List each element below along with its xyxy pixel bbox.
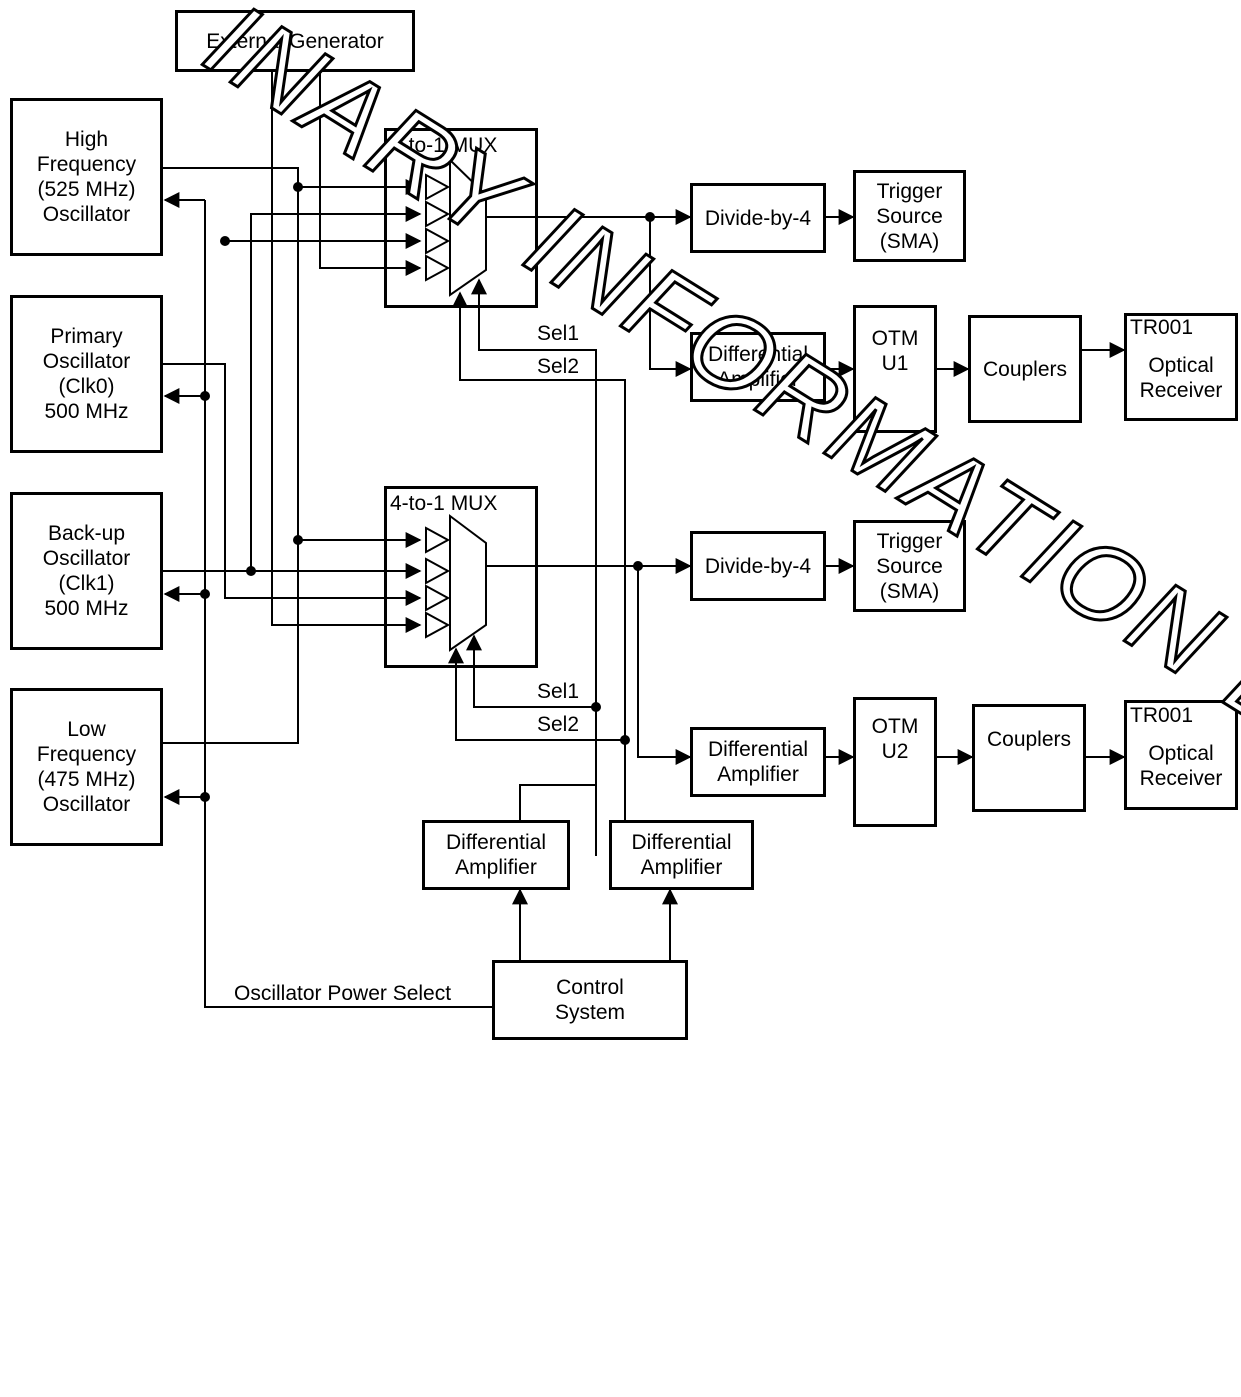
primary-out-wire <box>163 363 422 606</box>
receiver-top-box: Optical Receiver <box>1124 313 1238 421</box>
sel2-bottom-label: Sel2 <box>537 713 580 736</box>
sel1-bottom-wire <box>466 634 596 708</box>
diffamp-sel1-box: Differential Amplifier <box>422 820 570 890</box>
diffamp-bottom-box: Differential Amplifier <box>690 727 826 797</box>
mux-bottom-box <box>384 486 538 668</box>
trigger-top-box: Trigger Source (SMA) <box>853 170 966 262</box>
ext-gen-wire-1 <box>271 72 422 633</box>
sel1-bottom-label: Sel1 <box>537 680 580 703</box>
mux-top-label: 4-to-1 MUX <box>390 134 498 157</box>
sel2-top-wire <box>452 291 626 820</box>
external-generator-box: External Generator <box>175 10 415 72</box>
sel1-top-label: Sel1 <box>537 322 580 345</box>
osc-power-select-label: Oscillator Power Select <box>234 982 452 1005</box>
diffamp-top-box: Differential Amplifier <box>690 332 826 402</box>
diffamp-sel1-out <box>519 784 596 820</box>
sel2-top-label: Sel2 <box>537 355 580 378</box>
primary-oscillator-box: Primary Oscillator (Clk0) 500 MHz <box>10 295 163 453</box>
mux-top-box <box>384 128 538 308</box>
backup-oscillator-box: Back-up Oscillator (Clk1) 500 MHz <box>10 492 163 650</box>
block-diagram <box>163 72 1126 1008</box>
hf-out-wire <box>163 167 422 548</box>
diffamp-sel2-box: Differential Amplifier <box>609 820 754 890</box>
sel2-bottom-wire <box>448 647 625 741</box>
otm-u2-box: OTM U2 <box>853 697 937 827</box>
high-freq-oscillator-box: High Frequency (525 MHz) Oscillator <box>10 98 163 256</box>
divide-bottom-box: Divide-by-4 <box>690 531 826 601</box>
receiver-bottom-id: TR001 <box>1130 704 1194 727</box>
control-system-box: Control System <box>492 960 688 1040</box>
mux-bottom-label: 4-to-1 MUX <box>390 492 498 515</box>
mux-top-to-diffamp <box>649 217 692 377</box>
mux-top-trapezoid <box>449 157 487 297</box>
couplers-top-box: Couplers <box>968 315 1082 423</box>
power-select-bus <box>204 200 492 1008</box>
low-freq-oscillator-box: Low Frequency (475 MHz) Oscillator <box>10 688 163 846</box>
backup-to-mux-top <box>250 206 422 571</box>
lf-out-wire <box>163 540 299 744</box>
trigger-bottom-box: Trigger Source (SMA) <box>853 520 966 612</box>
receiver-top-id: TR001 <box>1130 316 1194 339</box>
mux-bottom-trapezoid <box>449 514 487 652</box>
sel1-top-wire <box>471 278 597 856</box>
receiver-bottom-box: Optical Receiver <box>1124 700 1238 810</box>
divide-top-box: Divide-by-4 <box>690 183 826 253</box>
otm-u1-box: OTM U1 <box>853 305 937 433</box>
couplers-bottom-box: Couplers <box>972 704 1086 812</box>
mux-bottom-to-diffamp <box>637 566 692 765</box>
